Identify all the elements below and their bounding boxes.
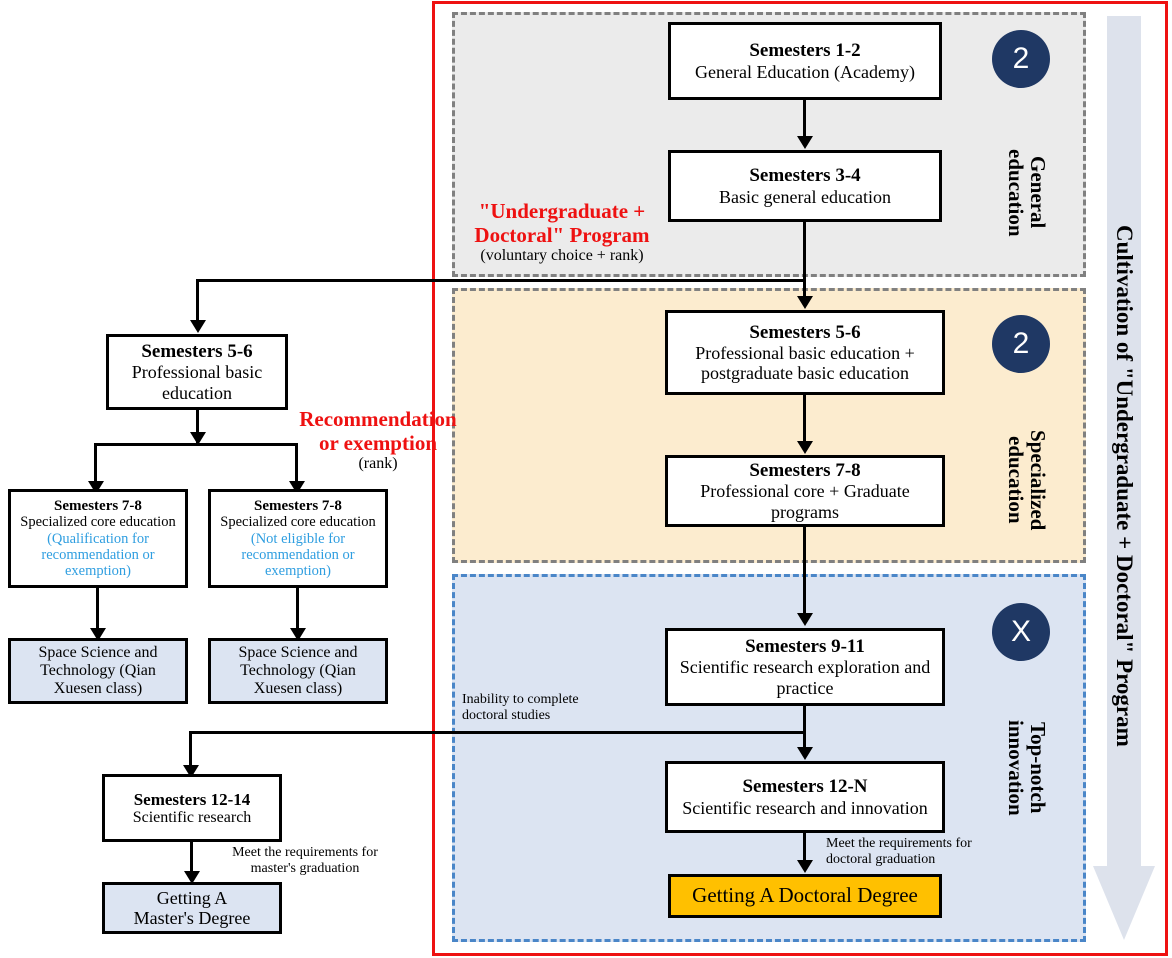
box-semesters-12-n[interactable]: Semesters 12-N Scientific research and i… bbox=[665, 761, 945, 833]
box-title: Semesters 12-N bbox=[742, 776, 868, 798]
connector-line bbox=[190, 842, 193, 874]
connector-line bbox=[803, 222, 806, 296]
split-line-right bbox=[295, 443, 298, 483]
branch-line-vertical bbox=[196, 279, 199, 322]
connector-arrowhead bbox=[797, 136, 813, 149]
box-subtitle: Specialized core education bbox=[220, 514, 376, 531]
program-red-frame bbox=[432, 1, 1168, 956]
split-line-left bbox=[94, 443, 97, 483]
branch-line-horizontal bbox=[189, 731, 805, 734]
box-subtitle: Professional core + Graduate programs bbox=[700, 481, 910, 522]
connector-arrowhead bbox=[797, 747, 813, 760]
box-getting-masters-degree[interactable]: Getting A Master's Degree bbox=[102, 882, 282, 934]
connector-line bbox=[296, 588, 299, 630]
box-semesters-9-11[interactable]: Semesters 9-11 Scientific research explo… bbox=[665, 628, 945, 706]
connector-line bbox=[96, 588, 99, 630]
box-title: Semesters 12-14 bbox=[133, 789, 251, 809]
connector-arrowhead bbox=[290, 628, 306, 641]
arrow-title: Cultivation of "Undergraduate + Doctoral… bbox=[1112, 225, 1137, 747]
box-subtitle: Scientific research and innovation bbox=[682, 797, 928, 818]
label-topnotch-innovation: Top-notch innovation bbox=[1003, 719, 1050, 816]
note-undergrad-doctoral-program: "Undergraduate + Doctoral" Program (volu… bbox=[474, 199, 650, 265]
connector-arrowhead bbox=[797, 296, 813, 309]
box-title: Semesters 7-8 bbox=[749, 460, 861, 482]
connector-arrowhead bbox=[184, 871, 200, 884]
branch-line-vertical bbox=[189, 731, 192, 767]
box-subtitle: Scientific research bbox=[132, 808, 252, 826]
box-subtitle: Professional basic education bbox=[131, 362, 263, 403]
connector-arrowhead bbox=[190, 432, 206, 445]
connector-line bbox=[803, 706, 806, 748]
box-label: Space Science and Technology (Qian Xuese… bbox=[238, 644, 358, 697]
box-subtitle: Basic general education bbox=[719, 186, 891, 207]
connector-arrowhead bbox=[797, 441, 813, 454]
box-title: Semesters 3-4 bbox=[749, 165, 861, 187]
box-subtitle: General Education (Academy) bbox=[695, 61, 915, 82]
arrow-head-icon bbox=[1093, 866, 1155, 940]
connector-arrowhead bbox=[797, 613, 813, 626]
label-general-education: General education bbox=[1003, 148, 1050, 237]
connector-line bbox=[803, 833, 806, 861]
box-label: Getting A Doctoral Degree bbox=[692, 883, 918, 908]
badge-general-education: 2 bbox=[992, 30, 1050, 88]
note-recommendation-exemption: Recommendation or exemption (rank) bbox=[299, 407, 457, 473]
box-semesters-3-4[interactable]: Semesters 3-4 Basic general education bbox=[668, 150, 942, 222]
box-semesters-7-8-eligible[interactable]: Semesters 7-8 Specialized core education… bbox=[8, 489, 188, 588]
badge-topnotch-innovation: X bbox=[992, 603, 1050, 661]
badge-specialized-education: 2 bbox=[992, 315, 1050, 373]
box-semesters-5-6-main[interactable]: Semesters 5-6 Professional basic educati… bbox=[665, 310, 945, 395]
box-semesters-12-14[interactable]: Semesters 12-14 Scientific research bbox=[102, 774, 282, 842]
box-title: Semesters 7-8 bbox=[54, 497, 142, 514]
box-label-line2: Master's Degree bbox=[133, 908, 251, 928]
box-qian-xuesen-left[interactable]: Space Science and Technology (Qian Xuese… bbox=[8, 638, 188, 704]
box-getting-doctoral-degree[interactable]: Getting A Doctoral Degree bbox=[668, 874, 942, 918]
connector-line bbox=[803, 100, 806, 137]
connector-line bbox=[196, 410, 199, 444]
box-label: Space Science and Technology (Qian Xuese… bbox=[38, 644, 158, 697]
box-title: Semesters 5-6 bbox=[141, 341, 253, 363]
label-specialized-education: Specialized education bbox=[1003, 429, 1050, 531]
box-eligibility-note: (Not eligible for recommendation or exem… bbox=[241, 530, 355, 580]
connector-arrowhead bbox=[797, 860, 813, 873]
box-semesters-1-2[interactable]: Semesters 1-2 General Education (Academy… bbox=[668, 22, 942, 100]
branch-line-horizontal bbox=[196, 279, 805, 282]
connector-line bbox=[803, 395, 806, 442]
box-label-line1: Getting A bbox=[156, 887, 228, 908]
split-line-horizontal bbox=[94, 443, 298, 446]
box-qian-xuesen-right[interactable]: Space Science and Technology (Qian Xuese… bbox=[208, 638, 388, 704]
box-semesters-7-8-not-eligible[interactable]: Semesters 7-8 Specialized core education… bbox=[208, 489, 388, 588]
box-semesters-7-8-main[interactable]: Semesters 7-8 Professional core + Gradua… bbox=[665, 455, 945, 527]
box-semesters-5-6-left[interactable]: Semesters 5-6 Professional basic educati… bbox=[106, 334, 288, 410]
box-title: Semesters 9-11 bbox=[745, 636, 865, 658]
box-eligibility-note: (Qualification for recommendation or exe… bbox=[41, 530, 155, 580]
connector-line bbox=[803, 527, 806, 614]
box-subtitle: Professional basic education + postgradu… bbox=[695, 342, 915, 384]
branch-arrowhead bbox=[190, 320, 206, 333]
note-doctoral-graduation: Meet the requirements for doctoral gradu… bbox=[826, 836, 972, 868]
cultivation-arrow: Cultivation of "Undergraduate + Doctoral… bbox=[1093, 16, 1155, 940]
arrow-shaft bbox=[1107, 16, 1141, 868]
box-subtitle: Specialized core education bbox=[20, 514, 176, 531]
box-title: Semesters 7-8 bbox=[254, 497, 342, 514]
box-title: Semesters 1-2 bbox=[749, 40, 861, 62]
box-subtitle: Scientific research exploration and prac… bbox=[679, 657, 931, 698]
box-title: Semesters 5-6 bbox=[749, 321, 861, 343]
note-inability-doctoral: Inability to complete doctoral studies bbox=[462, 692, 579, 724]
note-masters-graduation: Meet the requirements for master's gradu… bbox=[232, 845, 378, 877]
connector-arrowhead bbox=[90, 628, 106, 641]
